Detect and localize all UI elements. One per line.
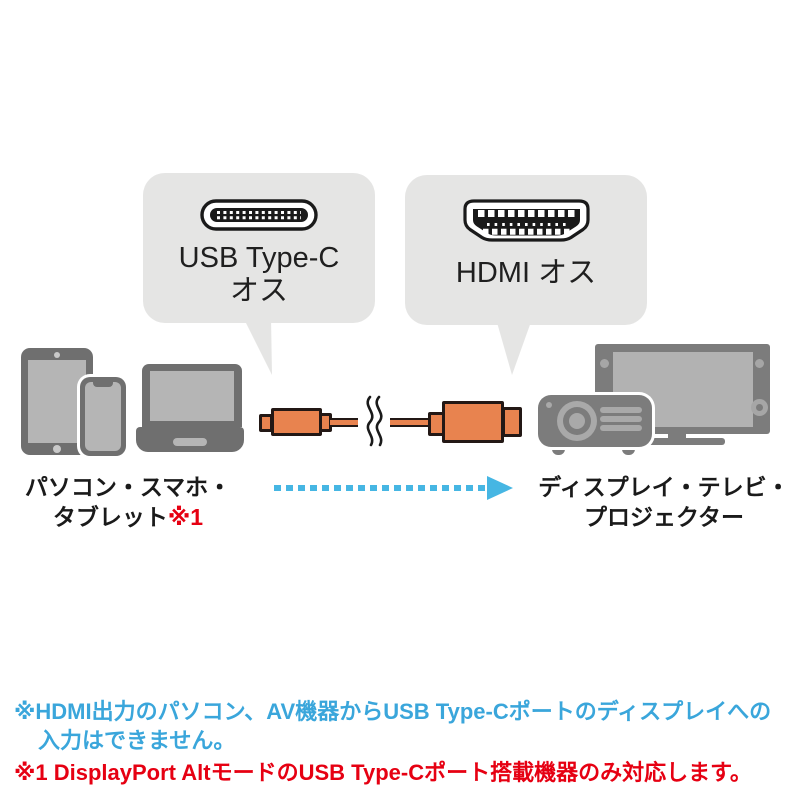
projector-vent-1 [600, 407, 642, 413]
source-label-line2: タブレット※1 [52, 504, 204, 530]
callout-usbc-label-line2: オス [229, 275, 288, 307]
tablet-home-button [53, 445, 61, 453]
hdmi-connector-icon [462, 199, 590, 242]
source-label-line1: パソコン・スマホ・ [24, 474, 232, 500]
footnote-hdmi-output-line2: 入力はできません。 [38, 728, 236, 753]
tablet-icon [21, 348, 93, 455]
projector-indicator-dot [546, 402, 552, 408]
callout-usbc-tail [243, 317, 272, 375]
hdmi-plug-tip [502, 407, 522, 437]
usb-c-plug-body [271, 408, 322, 436]
projector-vent-2 [600, 416, 642, 422]
tv-button-dot-left [600, 359, 609, 368]
laptop-trackpad-slot [173, 438, 207, 446]
projector-vent-3 [600, 425, 642, 431]
projector-lens-inner [569, 413, 585, 429]
usb-c-connector-icon [200, 199, 318, 231]
callout-usbc: USB Type-C オス [143, 173, 375, 323]
hdmi-plug-body [442, 401, 504, 443]
smartphone-icon [80, 377, 126, 456]
target-label-line2: プロジェクター [583, 504, 745, 530]
footnote-ref-1: ※1 [167, 504, 204, 530]
tv-button-dot-right [755, 359, 764, 368]
callout-hdmi-tail [496, 319, 532, 375]
footnote-hdmi-output-line1: ※HDMI出力のパソコン、AV機器からUSB Type-Cポートのディスプレイへ… [14, 699, 772, 724]
footnote-hdmi-output: ※HDMI出力のパソコン、AV機器からUSB Type-Cポートのディスプレイへ… [14, 697, 771, 755]
tv-speaker-ring [751, 399, 768, 416]
target-label-line1: ディスプレイ・テレビ・ [538, 474, 790, 500]
signal-direction-arrow [274, 476, 513, 500]
tv-stand-neck [668, 433, 686, 439]
laptop-display [150, 371, 234, 421]
footnote-displayport-alt: ※1 DisplayPort AltモードのUSB Type-Cポート搭載機器の… [14, 760, 752, 785]
projector-foot-left [552, 444, 565, 455]
laptop-base-icon [136, 427, 244, 452]
source-device-label: パソコン・スマホ・ タブレット※1 [0, 472, 256, 532]
smartphone-notch [93, 382, 113, 387]
tablet-screen [28, 360, 86, 443]
tablet-camera-dot [54, 352, 60, 358]
callout-usbc-label-line1: USB Type-C [178, 242, 340, 274]
target-device-label: ディスプレイ・テレビ・ プロジェクター [524, 472, 800, 532]
projector-icon [538, 395, 652, 457]
smartphone-screen [85, 382, 121, 451]
cable-break-icon [358, 393, 390, 449]
laptop-screen-icon [142, 364, 242, 427]
tv-stand-base [641, 438, 725, 445]
callout-hdmi: HDMI オス [405, 175, 647, 325]
callout-hdmi-label: HDMI オス [455, 257, 597, 289]
projector-foot-right [622, 444, 635, 455]
